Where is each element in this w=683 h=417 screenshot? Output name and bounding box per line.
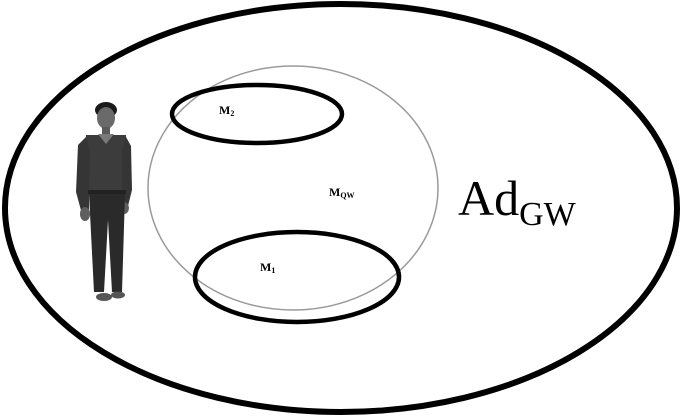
- label-adgw: AdGW: [458, 173, 576, 232]
- label-m2-main: M: [219, 103, 231, 117]
- label-adgw-sub: GW: [519, 196, 576, 233]
- label-m2: M2: [219, 104, 234, 118]
- label-m1: M1: [260, 261, 275, 275]
- m1-ellipse: [192, 229, 402, 325]
- label-mqw: MQW: [329, 186, 355, 200]
- person-icon: [76, 102, 132, 301]
- label-mqw-main: M: [329, 185, 341, 199]
- qw-circle: [147, 65, 439, 311]
- m2-ellipse: [169, 82, 345, 146]
- label-m1-main: M: [260, 260, 272, 274]
- label-adgw-main: Ad: [458, 170, 520, 226]
- label-m2-sub: 2: [230, 109, 235, 118]
- label-m1-sub: 1: [271, 266, 276, 275]
- label-mqw-sub: QW: [340, 191, 355, 200]
